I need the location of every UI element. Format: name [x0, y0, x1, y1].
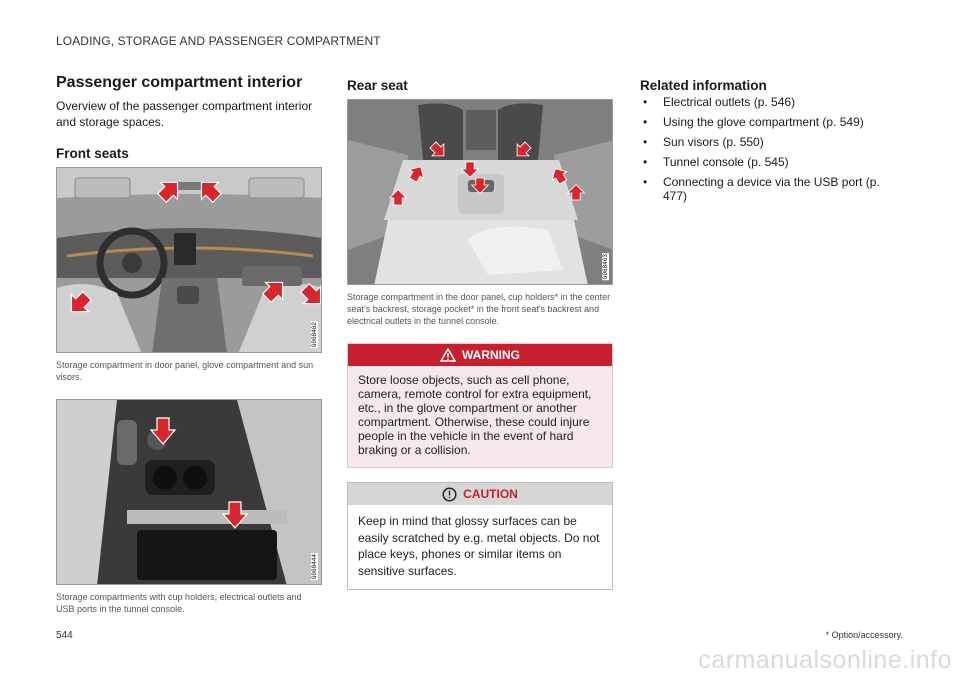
rear-seat-heading: Rear seat	[347, 78, 408, 93]
warning-text: Store loose objects, such as cell phone,…	[358, 373, 592, 457]
column-rear: Rear seat	[347, 74, 613, 590]
front-seats-photo: G068462	[56, 167, 322, 353]
related-link[interactable]: Connecting a device via the USB port (p.…	[640, 175, 906, 203]
chapter-header: LOADING, STORAGE AND PASSENGER COMPARTME…	[56, 34, 381, 48]
intro-text: Overview of the passenger compartment in…	[56, 99, 313, 129]
related-link[interactable]: Sun visors (p. 550)	[640, 135, 906, 149]
caution-box: CAUTION Keep in mind that glossy surface…	[347, 482, 613, 590]
figure-code: G068463	[602, 252, 609, 280]
related-link[interactable]: Electrical outlets (p. 546)	[640, 95, 906, 109]
red-arrow-icon	[70, 181, 321, 313]
front-interior-illustration	[57, 168, 321, 352]
tunnel-console-photo: G068444	[56, 399, 322, 585]
rear-interior-illustration	[348, 100, 612, 284]
warning-label: WARNING	[462, 348, 520, 362]
related-list: Electrical outlets (p. 546) Using the gl…	[640, 95, 906, 203]
related-heading: Related information	[640, 78, 767, 93]
figure-caption: Storage compartments with cup holders, e…	[56, 592, 302, 614]
page-number: 544	[56, 630, 73, 641]
figure-caption: Storage compartment in the door panel, c…	[347, 292, 611, 326]
caution-text: Keep in mind that glossy surfaces can be…	[358, 514, 600, 578]
warning-triangle-icon	[440, 348, 456, 362]
page-title: Passenger compartment interior	[56, 74, 303, 91]
related-link[interactable]: Tunnel console (p. 545)	[640, 155, 906, 169]
footnote: * Option/accessory.	[825, 630, 903, 640]
column-front: Passenger compartment interior Overview …	[56, 74, 322, 615]
caution-header: CAUTION	[348, 483, 612, 505]
tunnel-console-illustration	[57, 400, 321, 584]
front-seats-heading: Front seats	[56, 146, 129, 161]
related-link[interactable]: Using the glove compartment (p. 549)	[640, 115, 906, 129]
warning-box: WARNING Store loose objects, such as cel…	[347, 343, 613, 468]
red-arrow-icon	[149, 417, 249, 529]
watermark: carmanualsonline.info	[698, 646, 952, 674]
caution-exclamation-icon	[442, 486, 457, 502]
rear-seat-photo: G068463	[347, 99, 613, 285]
figure-code: G068444	[311, 552, 318, 580]
warning-header: WARNING	[348, 344, 612, 366]
column-related: Related information Electrical outlets (…	[640, 74, 906, 209]
caution-label: CAUTION	[463, 487, 518, 501]
figure-code: G068462	[311, 320, 318, 348]
figure-caption: Storage compartment in door panel, glove…	[56, 360, 314, 382]
red-arrow-icon	[388, 141, 586, 206]
